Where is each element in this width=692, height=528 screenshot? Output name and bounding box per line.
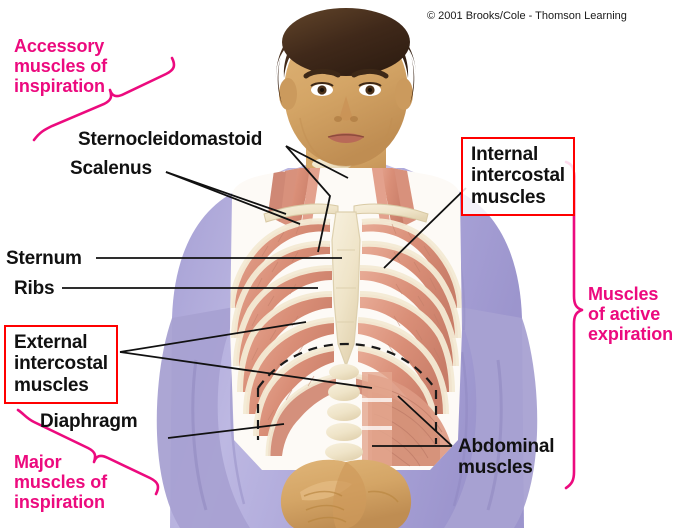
group-label-major-inspiration: Major muscles of inspiration — [14, 452, 108, 513]
right-eyebrow — [351, 68, 389, 79]
label-diaphragm: Diaphragm — [40, 411, 138, 432]
left-eyebrow — [303, 68, 341, 79]
group-label-active-expiration: Muscles of active expiration — [588, 284, 674, 345]
nose — [340, 96, 352, 121]
copyright-notice: © 2001 Brooks/Cole - Thomson Learning — [427, 10, 627, 22]
label-sternum: Sternum — [6, 248, 82, 269]
right-sleeve — [444, 306, 538, 528]
clasped-hands — [280, 459, 412, 528]
label-sternocleidomastoid: Sternocleidomastoid — [78, 129, 263, 150]
label-abdominal-muscles: Abdominal muscles — [458, 436, 555, 479]
left-ear — [279, 78, 297, 110]
right-ear — [395, 78, 413, 110]
label-ribs: Ribs — [14, 278, 55, 299]
label-internal-intercostal-muscles: Internal intercostal muscles — [461, 137, 575, 216]
label-scalenus: Scalenus — [70, 158, 152, 179]
label-external-intercostal-muscles: External intercostal muscles — [4, 325, 118, 404]
group-label-accessory-inspiration: Accessory muscles of inspiration — [14, 36, 108, 97]
thorax-anatomy — [230, 168, 462, 470]
